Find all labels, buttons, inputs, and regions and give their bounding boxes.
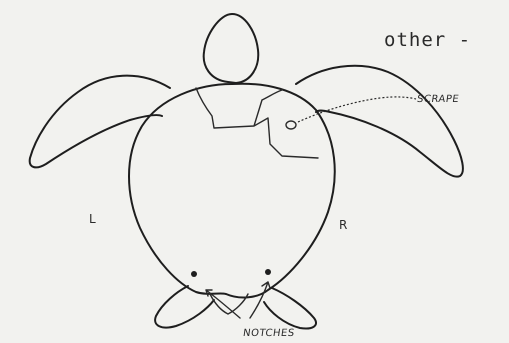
scrape-label: SCRAPE [416,94,460,105]
notch-mark-right [265,269,271,275]
right-side-label: R [339,218,347,232]
right-front-flipper [296,66,463,177]
left-side-label: L [89,212,96,226]
left-front-flipper [30,76,170,168]
scute-lines [196,88,318,158]
typed-text-line: other - [384,29,471,51]
right-hind-flipper [264,288,316,329]
turtle-head [204,14,259,83]
notches-label: NOTCHES [242,328,295,339]
scrape-mark [286,121,296,129]
notch-mark-left [191,271,197,277]
notches-pointer-arrows [206,282,270,318]
left-hind-flipper [155,286,214,328]
